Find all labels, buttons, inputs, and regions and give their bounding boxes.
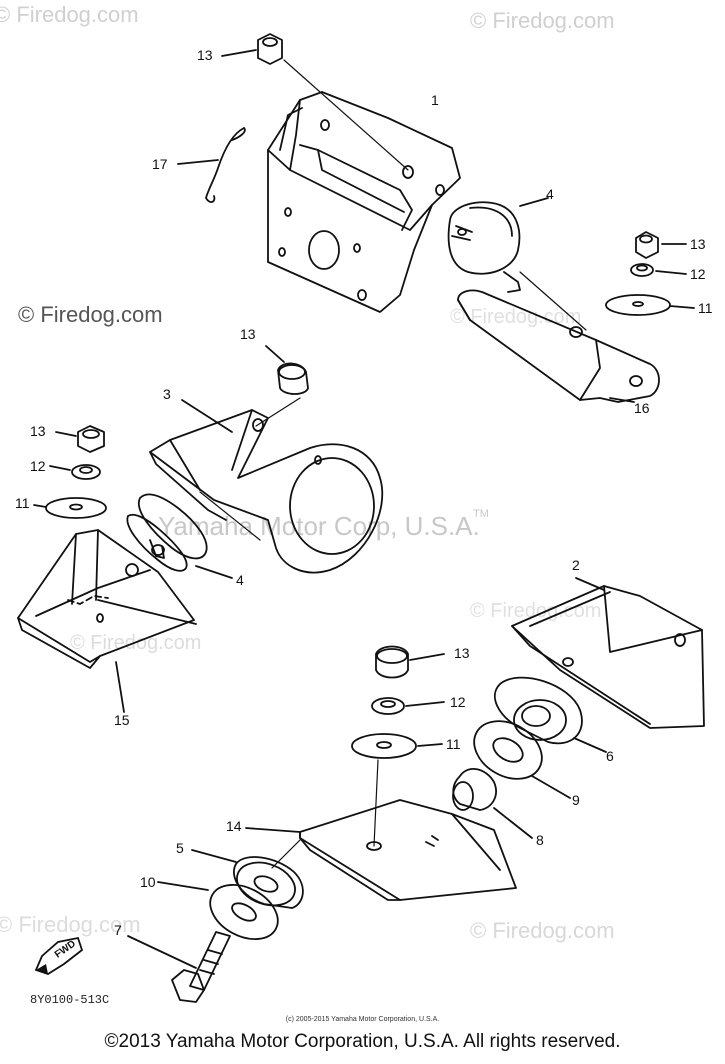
part-11-washer-left [33, 497, 107, 519]
callout-17: 17 [152, 156, 168, 172]
watermark-top-right: © Firedog.com [470, 8, 615, 33]
callout-7: 7 [114, 922, 122, 938]
part-2-bracket [511, 577, 705, 729]
callout-11: 11 [15, 495, 30, 511]
part-12-washer-left [49, 464, 101, 480]
callout-4: 4 [236, 572, 244, 588]
callout-13: 13 [454, 645, 470, 661]
part-13-nut-top [221, 33, 283, 65]
callout-10: 10 [140, 874, 156, 890]
callout-11: 11 [446, 736, 461, 752]
part-13-nut-right [635, 231, 687, 259]
part-11-washer-lower [351, 733, 443, 759]
callout-8: 8 [536, 832, 544, 848]
callout-13: 13 [240, 326, 256, 342]
callout-1: 1 [431, 92, 439, 108]
callout-2: 2 [572, 557, 580, 573]
watermark-mid-left: © Firedog.com [18, 302, 163, 327]
callout-15: 15 [114, 712, 130, 728]
callout-4: 4 [546, 186, 554, 202]
callout-16: 16 [634, 400, 650, 416]
part-7-bolt [127, 931, 231, 1003]
small-copyright: (c) 2005-2015 Yamaha Motor Corporation, … [285, 1016, 440, 1023]
part-13-nut-lower [375, 645, 445, 679]
callout-12: 12 [690, 266, 706, 282]
part-14-plate [245, 799, 517, 901]
watermark-bottom-left: © Firedog.com [0, 912, 141, 937]
part-12-washer-lower [371, 697, 445, 715]
footer-copyright: ©2013 Yamaha Motor Corporation, U.S.A. A… [104, 1031, 621, 1052]
part-4-mount-mid [126, 493, 233, 579]
trademark-symbol: TM [473, 508, 489, 520]
callout-6: 6 [606, 748, 614, 764]
callout-11: 11 [698, 300, 713, 316]
callout-12: 12 [30, 458, 46, 474]
part-3-bracket [149, 399, 384, 574]
callout-9: 9 [572, 792, 580, 808]
part-13-nut-mid [265, 345, 309, 395]
callout-12: 12 [450, 694, 466, 710]
part-10-washer [157, 881, 279, 941]
part-1-bracket [267, 91, 461, 313]
part-13-nut-left [55, 425, 105, 453]
fwd-arrow-icon [34, 936, 84, 975]
part-9-washer [473, 720, 571, 799]
callout-13: 13 [30, 423, 46, 439]
part-8-collar [452, 768, 533, 839]
part-code: 8Y0100-513C [30, 993, 110, 1007]
part-5-spacer [191, 849, 304, 909]
part-12-washer-right [630, 263, 687, 277]
callout-14: 14 [226, 818, 242, 834]
part-11-washer-right [605, 294, 695, 316]
callout-3: 3 [163, 386, 171, 402]
watermark-mid-faint: © Firedog.com [450, 306, 582, 328]
trademark-text: Yamaha Motor Corp, U.S.A. [158, 511, 480, 541]
callout-5: 5 [176, 840, 184, 856]
part-17-clip [177, 127, 246, 203]
part-6-rubber [494, 676, 607, 753]
callout-13: 13 [197, 47, 213, 63]
part-16-bracket [457, 271, 660, 403]
callout-13: 13 [690, 236, 706, 252]
watermark-top-left: © Firedog.com [0, 2, 139, 27]
part-15-bracket [17, 529, 197, 713]
part-4-mount-top [447, 197, 549, 293]
watermark-lower-right: © Firedog.com [470, 600, 602, 622]
watermark-bottom-right: © Firedog.com [470, 918, 615, 943]
